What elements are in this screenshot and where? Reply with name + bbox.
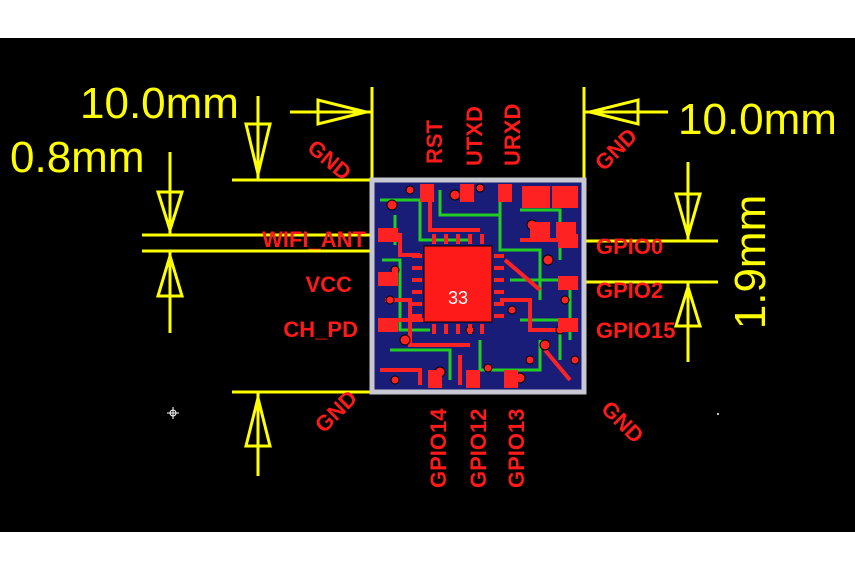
edge-pads [378, 184, 578, 388]
pin-label-rst: RST [422, 119, 447, 164]
pin-label-gpio0: GPIO0 [596, 234, 663, 259]
dim-label-pin-width: 0.8mm [10, 133, 144, 182]
arrowhead-pitch-upper [674, 192, 702, 242]
arrowhead-pitch-lower [673, 281, 703, 328]
dim-label-pin-pitch: 1.9mm [726, 195, 775, 329]
pin-label-gpio2: GPIO2 [596, 278, 663, 303]
pin-label-utxd: UTXD [462, 106, 487, 166]
pin-label-gpio12: GPIO12 [466, 409, 491, 488]
dim-label-top-right: 10.0mm [678, 95, 837, 144]
pin-label-gpio15: GPIO15 [596, 318, 675, 343]
arrowhead-pin-width-upper [155, 190, 185, 235]
gnd-label-bottom-right: GND [596, 396, 648, 448]
arrowhead-pin-width-lower [155, 250, 185, 298]
pin-label-vcc: VCC [306, 272, 353, 297]
arrowhead-top-left [316, 98, 367, 126]
gnd-label-top-right: GND [590, 123, 642, 175]
module-board: 33 [369, 177, 587, 395]
reference-dot [717, 413, 719, 415]
main-chip [423, 245, 493, 323]
pin-label-urxd: URXD [500, 104, 525, 166]
pin-label-ch-pd: CH_PD [283, 317, 358, 342]
origin-marker-icon [167, 407, 179, 419]
pin-label-wifi-ant: WIFI_ANT [262, 227, 366, 252]
chip-pins [412, 234, 504, 334]
pin-label-gpio13: GPIO13 [504, 409, 529, 488]
arrowhead-left-top [244, 122, 272, 175]
dimension-lines [142, 87, 718, 476]
chip-label: 33 [448, 288, 468, 308]
dim-label-top-left: 10.0mm [80, 79, 239, 128]
arrowhead-top-right [589, 98, 640, 126]
pin-label-gpio14: GPIO14 [426, 408, 451, 488]
gnd-label-top-left: GND [303, 135, 357, 186]
arrowhead-left-bottom [244, 397, 272, 448]
